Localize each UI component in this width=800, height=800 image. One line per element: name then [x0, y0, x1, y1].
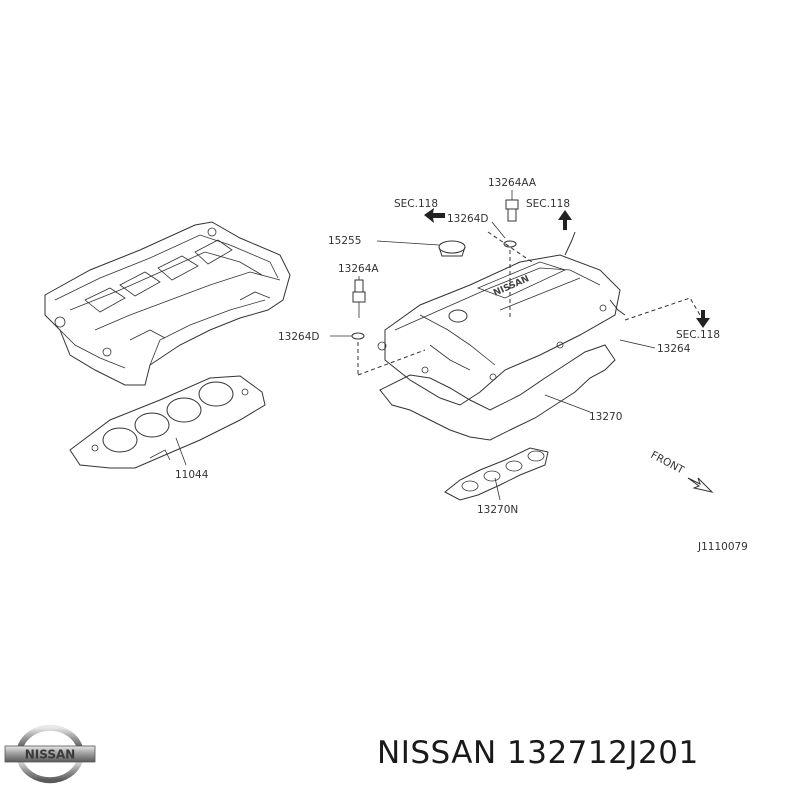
label-13264D-left: 13264D	[278, 331, 320, 343]
part-number-caption: NISSAN 132712J201	[377, 735, 699, 771]
stud-13264A	[352, 276, 366, 318]
cylinder-head	[44, 221, 291, 386]
washer-13264D-left	[351, 332, 365, 340]
parts-diagram: 11044 NISSAN 13270 13270N 15255	[44, 177, 748, 553]
front-label: FRONT	[649, 449, 687, 477]
label-sec118-left: SEC.118	[394, 198, 438, 210]
label-sec118-lower: SEC.118	[676, 329, 720, 341]
drawing-id: J1110079	[697, 541, 748, 553]
sec118-right-arrow	[558, 210, 572, 230]
label-13264: 13264	[657, 343, 691, 355]
head-gasket-11044	[69, 375, 266, 469]
label-13270: 13270	[589, 411, 622, 423]
sec118-left-arrow	[424, 208, 445, 223]
label-15255: 15255	[328, 235, 361, 247]
oil-filler-cap-15255	[376, 240, 466, 257]
washer-13264D-top	[503, 240, 517, 248]
label-sec118-right: SEC.118	[526, 198, 570, 210]
stud-13264AA	[505, 190, 519, 222]
rocker-cover-13264: NISSAN	[377, 231, 626, 406]
label-13264D-top: 13264D	[447, 213, 489, 225]
label-13264A: 13264A	[338, 263, 379, 275]
label-13270N: 13270N	[477, 504, 518, 516]
rocker-cover-gasket-13270	[379, 344, 616, 441]
logo-text: NISSAN	[25, 748, 76, 762]
front-arrow	[687, 477, 714, 493]
sec118-lower-arrow	[696, 310, 710, 328]
plug-seal-13270N	[444, 447, 549, 501]
label-13264AA: 13264AA	[488, 177, 537, 189]
label-11044: 11044	[175, 469, 209, 481]
nissan-logo: NISSAN	[4, 724, 96, 784]
